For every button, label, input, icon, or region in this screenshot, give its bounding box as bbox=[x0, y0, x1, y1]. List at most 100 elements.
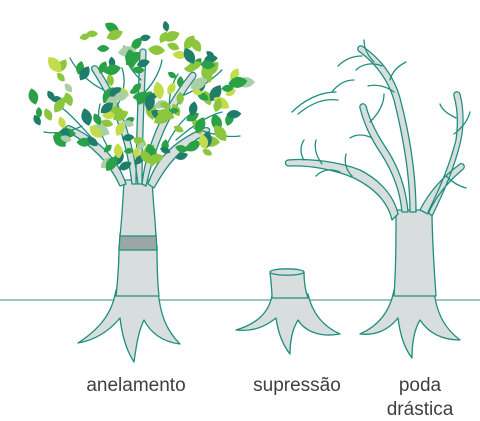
leaf bbox=[204, 54, 218, 63]
leaf bbox=[101, 111, 116, 120]
leaf bbox=[140, 150, 152, 164]
leaf bbox=[57, 72, 65, 82]
leaf bbox=[64, 92, 73, 107]
leaf bbox=[221, 84, 234, 92]
leaf bbox=[93, 113, 102, 126]
leaf bbox=[103, 144, 112, 153]
leaf bbox=[167, 82, 176, 95]
foliage bbox=[28, 20, 256, 171]
leaf bbox=[115, 122, 125, 137]
pruned-tree-roots bbox=[359, 289, 461, 359]
leaf bbox=[167, 42, 180, 51]
leaf bbox=[28, 88, 39, 105]
leaf bbox=[100, 102, 113, 114]
leaf bbox=[103, 64, 121, 75]
leaf bbox=[137, 142, 145, 150]
leaf bbox=[175, 152, 188, 160]
leaf bbox=[162, 20, 170, 32]
label-drastic-pruning-line1: poda bbox=[398, 375, 442, 396]
leaf bbox=[228, 77, 248, 88]
leaf bbox=[60, 135, 72, 143]
leaf bbox=[144, 93, 155, 112]
leaf bbox=[188, 101, 198, 117]
leaf bbox=[89, 126, 102, 138]
leaf bbox=[160, 147, 171, 154]
leaf bbox=[79, 66, 90, 81]
pruned-tree-trunk bbox=[393, 209, 437, 297]
leaf bbox=[186, 140, 201, 152]
pruned-tree-twigs bbox=[297, 39, 471, 189]
leaf bbox=[123, 120, 134, 127]
leaf bbox=[173, 125, 184, 133]
leaf bbox=[121, 134, 135, 142]
leaf bbox=[192, 89, 203, 96]
leaf bbox=[147, 153, 164, 164]
label-drastic-pruning-line2: drástica bbox=[386, 399, 454, 420]
leaf bbox=[113, 143, 123, 159]
leaf bbox=[131, 37, 142, 50]
leaf bbox=[213, 98, 222, 113]
stump-trunk bbox=[269, 271, 309, 299]
leaf bbox=[159, 101, 172, 109]
leaf bbox=[97, 45, 110, 52]
leaf bbox=[194, 117, 206, 134]
leaf bbox=[81, 108, 92, 126]
leaf bbox=[58, 116, 66, 129]
leaf bbox=[153, 81, 164, 100]
leaf bbox=[154, 112, 170, 124]
leaf bbox=[132, 92, 148, 101]
leaf bbox=[44, 108, 53, 121]
leaf bbox=[123, 148, 134, 154]
leaf bbox=[48, 56, 62, 73]
stump bbox=[235, 268, 341, 355]
leaf bbox=[54, 98, 65, 113]
ringed-tree-roots bbox=[77, 289, 181, 363]
pruned-tree-branches bbox=[284, 45, 465, 221]
leaf bbox=[172, 50, 187, 59]
leaf bbox=[183, 48, 196, 64]
leaf bbox=[133, 146, 140, 159]
ringed-tree-upper-trunk bbox=[119, 179, 157, 237]
leaf bbox=[190, 77, 207, 90]
label-removal: supressão bbox=[253, 375, 341, 396]
ringed-tree-lower-trunk bbox=[115, 245, 160, 297]
leaf bbox=[100, 119, 114, 127]
leaf bbox=[198, 133, 209, 150]
leaf bbox=[64, 83, 73, 93]
stump-top bbox=[269, 268, 305, 276]
leaf bbox=[176, 75, 184, 88]
leaf bbox=[113, 110, 129, 121]
leaf bbox=[200, 60, 216, 70]
leaf bbox=[79, 33, 91, 40]
leaf bbox=[168, 107, 180, 114]
leaf bbox=[226, 110, 242, 119]
leaf bbox=[131, 66, 145, 74]
leaf bbox=[35, 106, 43, 119]
pruned-tree bbox=[284, 39, 471, 359]
leaf bbox=[105, 156, 118, 171]
leaf bbox=[86, 30, 99, 38]
leaf bbox=[184, 35, 195, 50]
leaf bbox=[167, 71, 177, 79]
leaf bbox=[183, 65, 197, 73]
ringed-tree-branches bbox=[65, 48, 211, 189]
leaf bbox=[118, 161, 132, 171]
leaf bbox=[47, 90, 55, 101]
leaf bbox=[87, 136, 98, 147]
leaf bbox=[136, 59, 150, 68]
leaf bbox=[106, 73, 114, 87]
leaf bbox=[202, 148, 213, 156]
leaf bbox=[125, 48, 137, 69]
leaf bbox=[113, 91, 129, 101]
leaf bbox=[175, 144, 188, 153]
leaf bbox=[139, 34, 151, 42]
ringed-tree bbox=[43, 45, 241, 363]
leaf bbox=[162, 31, 180, 42]
leaf bbox=[106, 29, 123, 40]
leaf bbox=[176, 91, 184, 106]
leaf bbox=[129, 87, 140, 94]
pruned-tree-extra-branch bbox=[291, 79, 355, 113]
leaf bbox=[186, 112, 199, 122]
